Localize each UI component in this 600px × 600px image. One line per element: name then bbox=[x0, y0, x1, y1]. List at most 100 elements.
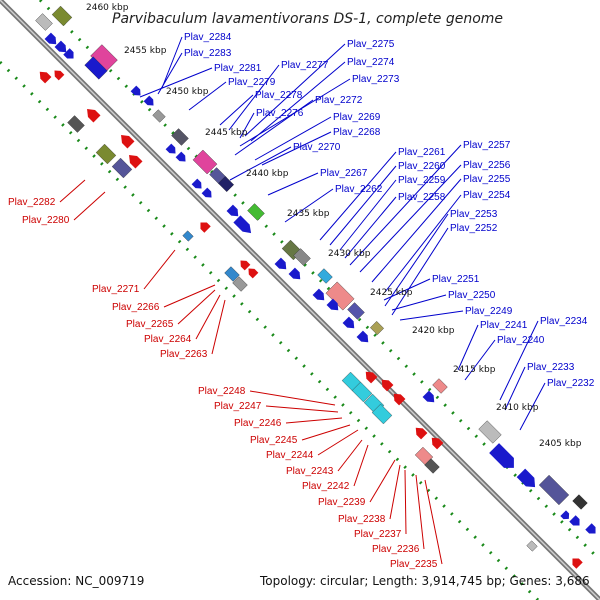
forward-label[interactable]: Plav_2253 bbox=[450, 209, 498, 220]
forward-gene-arrow bbox=[342, 316, 355, 329]
reverse-leader bbox=[337, 439, 363, 472]
reverse-label[interactable]: Plav_2242 bbox=[302, 481, 350, 492]
forward-gene-arrow bbox=[175, 151, 186, 162]
reverse-label[interactable]: Plav_2263 bbox=[160, 349, 208, 360]
forward-gene-arrow bbox=[489, 443, 514, 468]
reverse-label[interactable]: Plav_2271 bbox=[92, 284, 140, 295]
reverse-label[interactable]: Plav_2243 bbox=[286, 466, 334, 477]
forward-label[interactable]: Plav_2268 bbox=[333, 127, 381, 138]
reverse-label[interactable]: Plav_2245 bbox=[250, 435, 298, 446]
forward-gene-box bbox=[192, 149, 218, 175]
reverse-label[interactable]: Plav_2238 bbox=[338, 514, 386, 525]
forward-gene-arrow bbox=[143, 95, 154, 106]
forward-gene-box bbox=[347, 302, 365, 320]
forward-label[interactable]: Plav_2240 bbox=[497, 335, 545, 346]
forward-label[interactable]: Plav_2276 bbox=[256, 108, 304, 119]
forward-gene-box bbox=[538, 474, 570, 506]
forward-label[interactable]: Plav_2255 bbox=[463, 174, 511, 185]
map-title: Parvibaculum lavamentivorans DS-1, compl… bbox=[112, 11, 503, 27]
forward-leader bbox=[499, 320, 539, 401]
forward-leader bbox=[284, 188, 334, 223]
reverse-leader bbox=[415, 474, 425, 550]
reverse-label[interactable]: Plav_2264 bbox=[144, 334, 192, 345]
forward-leader bbox=[329, 165, 397, 246]
forward-leader bbox=[504, 366, 526, 411]
reverse-leader bbox=[249, 390, 336, 406]
forward-label[interactable]: Plav_2258 bbox=[398, 192, 446, 203]
scale-label: 2415 kbp bbox=[453, 365, 496, 375]
forward-label[interactable]: Plav_2252 bbox=[450, 223, 498, 234]
forward-leader bbox=[383, 278, 431, 301]
forward-gene-arrow bbox=[191, 178, 202, 189]
reverse-label[interactable]: Plav_2239 bbox=[318, 497, 366, 508]
forward-label[interactable]: Plav_2232 bbox=[547, 378, 595, 389]
forward-label[interactable]: Plav_2260 bbox=[398, 161, 446, 172]
reverse-leader bbox=[73, 191, 106, 221]
forward-label[interactable]: Plav_2256 bbox=[463, 160, 511, 171]
forward-label[interactable]: Plav_2272 bbox=[315, 95, 363, 106]
forward-gene-box bbox=[51, 5, 73, 27]
reverse-label[interactable]: Plav_2280 bbox=[22, 215, 70, 226]
forward-label[interactable]: Plav_2267 bbox=[320, 168, 368, 179]
forward-label[interactable]: Plav_2241 bbox=[480, 320, 528, 331]
forward-label[interactable]: Plav_2254 bbox=[463, 190, 511, 201]
forward-leader bbox=[344, 196, 397, 259]
reverse-label[interactable]: Plav_2282 bbox=[8, 197, 56, 208]
forward-label[interactable]: Plav_2274 bbox=[347, 57, 395, 68]
reverse-label[interactable]: Plav_2235 bbox=[390, 559, 438, 570]
reverse-gene-arrow bbox=[200, 222, 211, 233]
reverse-gene-arrow bbox=[121, 135, 135, 149]
forward-gene-arrow bbox=[63, 48, 74, 59]
reverse-label[interactable]: Plav_2247 bbox=[214, 401, 262, 412]
forward-gene-box bbox=[293, 248, 311, 266]
forward-leader bbox=[384, 213, 449, 307]
reverse-leader bbox=[317, 429, 359, 456]
forward-leader bbox=[234, 99, 314, 156]
forward-leader bbox=[319, 151, 397, 241]
forward-label[interactable]: Plav_2275 bbox=[347, 39, 395, 50]
reverse-label[interactable]: Plav_2236 bbox=[372, 544, 420, 555]
forward-gene-arrow bbox=[326, 298, 339, 311]
reverse-label[interactable]: Plav_2266 bbox=[112, 302, 160, 313]
reverse-label[interactable]: Plav_2265 bbox=[126, 319, 174, 330]
forward-label[interactable]: Plav_2273 bbox=[352, 74, 400, 85]
forward-label[interactable]: Plav_2233 bbox=[527, 362, 575, 373]
gene-features bbox=[35, 5, 596, 569]
reverse-label[interactable]: Plav_2246 bbox=[234, 418, 282, 429]
forward-leader bbox=[371, 178, 462, 283]
forward-label[interactable]: Plav_2269 bbox=[333, 112, 381, 123]
forward-label[interactable]: Plav_2281 bbox=[214, 63, 262, 74]
reverse-gene-box bbox=[351, 381, 373, 403]
reverse-leader bbox=[369, 459, 396, 503]
forward-leader bbox=[359, 164, 462, 273]
forward-label[interactable]: Plav_2257 bbox=[463, 140, 511, 151]
forward-label[interactable]: Plav_2279 bbox=[228, 77, 276, 88]
forward-label[interactable]: Plav_2262 bbox=[335, 184, 383, 195]
forward-label[interactable]: Plav_2234 bbox=[540, 316, 588, 327]
forward-label[interactable]: Plav_2278 bbox=[255, 90, 303, 101]
scale-label: 2420 kbp bbox=[412, 326, 455, 336]
forward-label[interactable]: Plav_2261 bbox=[398, 147, 446, 158]
reverse-label[interactable]: Plav_2248 bbox=[198, 386, 246, 397]
forward-gene-arrow bbox=[201, 187, 212, 198]
scale-label: 2440 kbp bbox=[246, 169, 289, 179]
forward-label[interactable]: Plav_2270 bbox=[293, 142, 341, 153]
forward-label[interactable]: Plav_2251 bbox=[432, 274, 480, 285]
forward-gene-arrow bbox=[288, 267, 301, 280]
forward-label[interactable]: Plav_2259 bbox=[398, 175, 446, 186]
reverse-gene-arrow bbox=[87, 109, 101, 123]
forward-label[interactable]: Plav_2249 bbox=[465, 306, 513, 317]
forward-label[interactable]: Plav_2283 bbox=[184, 48, 232, 59]
forward-label[interactable]: Plav_2250 bbox=[448, 290, 496, 301]
forward-leader bbox=[391, 294, 447, 311]
reverse-label[interactable]: Plav_2244 bbox=[266, 450, 314, 461]
reverse-label[interactable]: Plav_2237 bbox=[354, 529, 402, 540]
forward-label[interactable]: Plav_2277 bbox=[281, 60, 329, 71]
forward-label[interactable]: Plav_2284 bbox=[184, 32, 232, 43]
forward-gene-box bbox=[217, 175, 235, 193]
forward-gene-box bbox=[35, 13, 53, 31]
scale-label: 2430 kbp bbox=[328, 249, 371, 259]
